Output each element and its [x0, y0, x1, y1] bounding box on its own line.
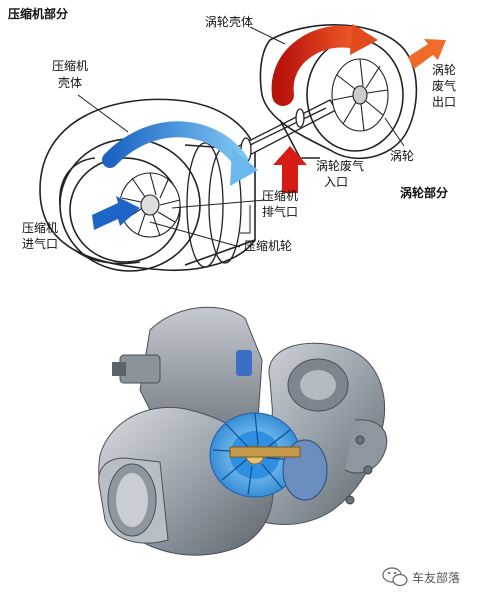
turbine-housing-label: 涡轮壳体: [205, 15, 253, 29]
shaft-render: [229, 446, 301, 458]
section-turbine-label: 涡轮部分: [400, 185, 448, 200]
compressor-wheel-label: 压缩机轮: [244, 238, 292, 253]
intake-flow: [92, 121, 258, 230]
compressor-inlet-label-2: 进气口: [22, 236, 58, 251]
compressor-outlet-label-1: 压缩机: [262, 188, 298, 203]
exhaust-outlet-arrow: [408, 39, 446, 69]
exhaust-flow: [271, 24, 446, 193]
exhaust-inlet-label-1: 涡轮废气: [316, 158, 364, 173]
turbine-wheel-label: 涡轮: [390, 149, 414, 163]
schematic-diagram: 压缩机部分 涡轮部分 压缩机 壳体 涡轮壳体 涡轮 废气 出口 涡轮 涡轮废气 …: [8, 6, 456, 272]
flange-studs: [345, 435, 373, 505]
watermark: 车友部落: [382, 567, 460, 587]
compressor-inlet-label-1: 压缩机: [22, 220, 58, 235]
leader-lines: [77, 26, 405, 248]
turbine-wheel: [331, 58, 389, 132]
cutaway-render: [98, 306, 388, 556]
compressor-outlet-label-2: 排气口: [262, 204, 298, 219]
exhaust-outlet-label-2: 废气: [432, 78, 456, 93]
exhaust-inlet-arrow: [273, 146, 307, 193]
exhaust-outlet-label-3: 出口: [432, 95, 456, 109]
compressor-wheel: [119, 172, 181, 238]
compressor-housing-label-2: 壳体: [58, 76, 82, 90]
compressor-housing-label-1: 压缩机: [52, 58, 88, 73]
section-compressor-label: 压缩机部分: [8, 6, 68, 21]
compressor-inlet-arrow: [92, 196, 140, 230]
watermark-text: 车友部落: [412, 570, 460, 585]
exhaust-outlet-label-1: 涡轮: [432, 63, 456, 77]
exhaust-inlet-label-2: 入口: [324, 175, 348, 189]
wechat-icon: [382, 567, 408, 587]
oil-port: [236, 350, 252, 376]
